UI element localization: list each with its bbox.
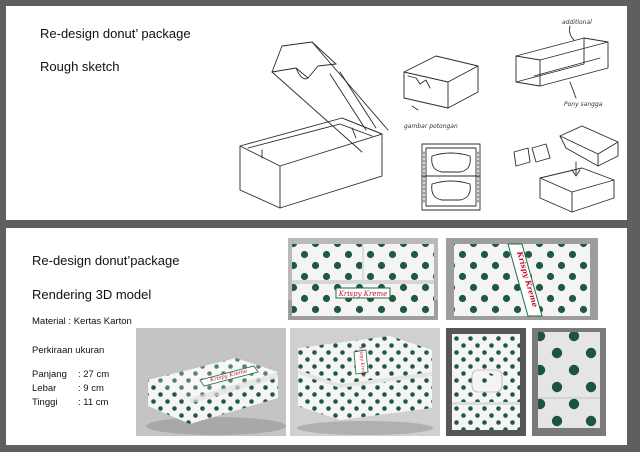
- render-subtitle: Rendering 3D model: [32, 287, 152, 302]
- render-top-view: Krispy Kreme: [446, 238, 598, 320]
- dimension-row-lebar: Lebar : 9 cm: [32, 383, 104, 394]
- note-additional: additional: [562, 19, 592, 26]
- note-pony-sangga: Pony sangga: [564, 101, 603, 108]
- brand-logo-text: Krispy Kreme: [357, 345, 366, 378]
- cross-section-sketch: gambar potongan: [404, 123, 481, 211]
- dimension-value: : 27 cm: [78, 369, 110, 380]
- sketch-panel: Re-design donut’ package Rough sketch ad…: [6, 6, 627, 220]
- additional-insert-sketch: additional Pony sangga: [515, 19, 609, 108]
- dimension-row-tinggi: Tinggi : 11 cm: [32, 397, 108, 408]
- dimension-label: Lebar: [32, 383, 57, 394]
- assembly-sketch: [513, 125, 619, 213]
- dimension-value: : 11 cm: [78, 397, 109, 408]
- render-side-detail: [532, 328, 606, 436]
- render-panel: Re-design donut’package Rendering 3D mod…: [6, 228, 627, 445]
- dimension-label: Panjang: [32, 369, 67, 380]
- dimension-label: Tinggi: [32, 397, 58, 408]
- dimension-row-panjang: Panjang : 27 cm: [32, 369, 109, 380]
- krispy-kreme-logo: Krispy Kreme: [335, 287, 391, 299]
- size-heading: Perkiraan ukuran: [32, 345, 105, 356]
- render-front-view: Krispy Kreme: [288, 238, 438, 320]
- sketch-subtitle: Rough sketch: [40, 59, 120, 74]
- dimension-value: : 9 cm: [78, 383, 104, 394]
- sleeve-sketch: [403, 55, 479, 111]
- sketch-title: Re-design donut’ package: [40, 26, 191, 41]
- brand-logo-text: Krispy Kreme: [338, 290, 388, 298]
- note-gambar-potongan: gambar potongan: [404, 123, 458, 130]
- krispy-kreme-logo: Krispy Kreme: [353, 345, 369, 378]
- render-title: Re-design donut’package: [32, 253, 180, 268]
- render-perspective-middle: Krispy Kreme: [290, 328, 440, 436]
- render-open-box: [446, 328, 526, 436]
- main-box-sketch: [239, 41, 389, 209]
- material-text: Material : Kertas Karton: [32, 316, 132, 327]
- render-perspective-left: Krispy Kreme: [136, 328, 286, 436]
